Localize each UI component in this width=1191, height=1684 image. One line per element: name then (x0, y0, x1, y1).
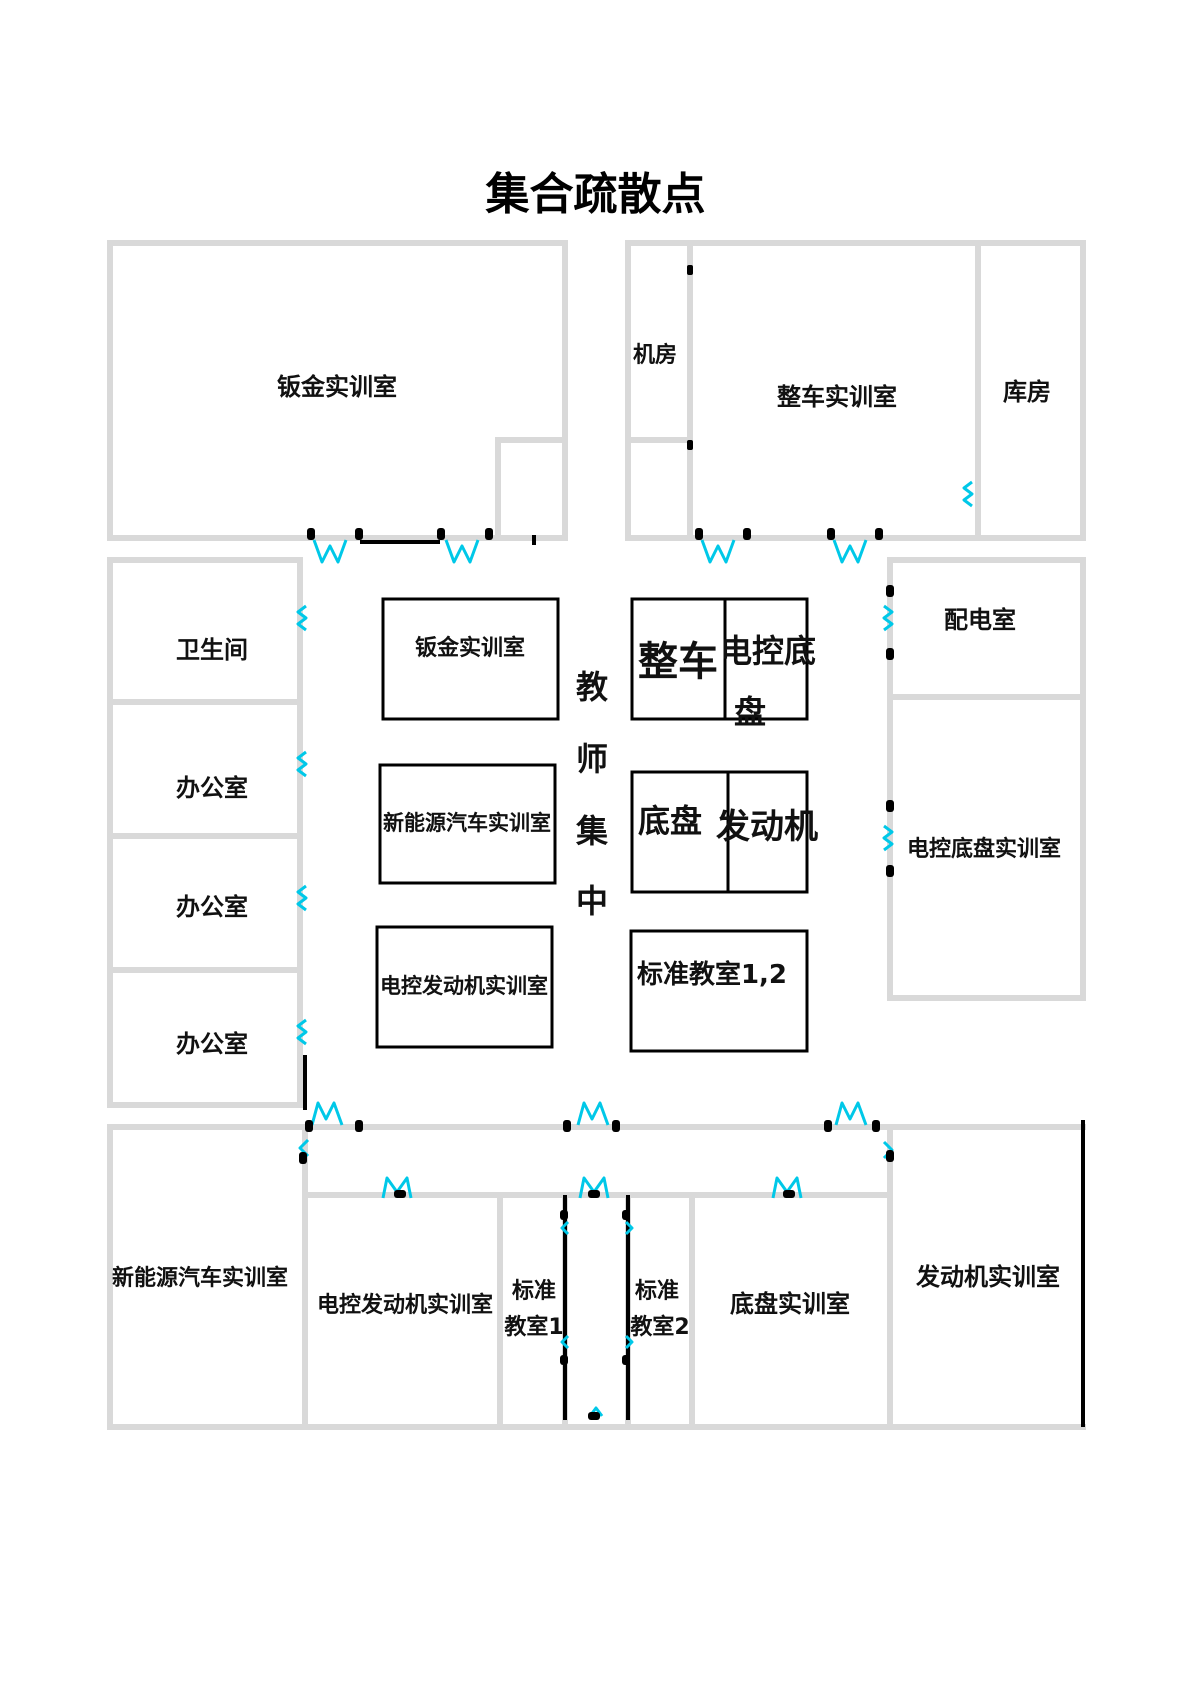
page-title: 集合疏散点 (485, 169, 706, 220)
room-label-machine-room: 机房 (633, 342, 677, 368)
room-label-office-1: 办公室 (176, 774, 248, 802)
assembly-box-chassis-engine (630, 770, 809, 894)
walls (107, 240, 1086, 1430)
room-label-nev-lab: 新能源汽车实训室 (112, 1265, 288, 1291)
assembly-label-sheet-metal: 钣金实训室 (415, 635, 525, 661)
assembly-label-nev: 新能源汽车实训室 (383, 811, 551, 835)
assembly-label-ec-engine: 电控发动机实训室 (380, 974, 548, 998)
room-label-classroom-2-line1: 标准 (635, 1278, 679, 1304)
assembly-boxes (375, 597, 809, 1053)
room-label-power-room: 配电室 (944, 606, 1016, 634)
teachers-char-1: 教 (576, 668, 608, 706)
room-label-vehicle-lab: 整车实训室 (777, 383, 897, 411)
assembly-box-ec-engine (375, 925, 554, 1049)
assembly-label-ec-chassis-line1: 电控底 (720, 632, 816, 670)
room-label-engine-lab: 发动机实训室 (915, 1263, 1060, 1291)
room-label-office-3: 办公室 (176, 1030, 248, 1058)
room-labels: 钣金实训室 机房 整车实训室 库房 卫生间 办公室 办公室 办公室 配电室 电控… (112, 342, 1061, 1340)
teachers-char-2: 师 (576, 740, 608, 778)
assembly-box-classroom (629, 929, 809, 1053)
assembly-label-chassis: 底盘 (638, 802, 702, 840)
teachers-label: 教 师 集 中 (575, 668, 608, 920)
assembly-box-sheet-metal (381, 597, 560, 721)
room-label-ec-engine-lab: 电控发动机实训室 (317, 1292, 493, 1318)
room-label-classroom-1-line2: 教室1 (504, 1314, 563, 1340)
assembly-labels: 钣金实训室 新能源汽车实训室 电控发动机实训室 整车 电控底 盘 底盘 发动机 … (380, 632, 818, 998)
room-label-warehouse: 库房 (1003, 378, 1051, 406)
assembly-box-nev (378, 763, 557, 885)
door-hinges (299, 265, 894, 1420)
teachers-char-4: 中 (576, 882, 608, 920)
room-label-classroom-1-line1: 标准 (512, 1278, 556, 1304)
room-label-chassis-lab: 底盘实训室 (730, 1290, 850, 1318)
room-label-restroom: 卫生间 (176, 636, 248, 664)
assembly-label-ec-chassis-line2: 盘 (734, 693, 766, 731)
room-label-office-2: 办公室 (176, 893, 248, 921)
assembly-box-vehicle (630, 597, 809, 721)
room-label-sheet-metal-lab: 钣金实训室 (277, 373, 397, 401)
room-label-classroom-2-line2: 教室2 (630, 1314, 689, 1340)
assembly-label-classroom: 标准教室1,2 (637, 959, 787, 990)
teachers-char-3: 集 (575, 812, 608, 850)
assembly-label-engine: 发动机 (716, 807, 818, 847)
room-label-ec-chassis-lab: 电控底盘实训室 (907, 836, 1061, 862)
assembly-label-vehicle: 整车 (638, 639, 718, 685)
